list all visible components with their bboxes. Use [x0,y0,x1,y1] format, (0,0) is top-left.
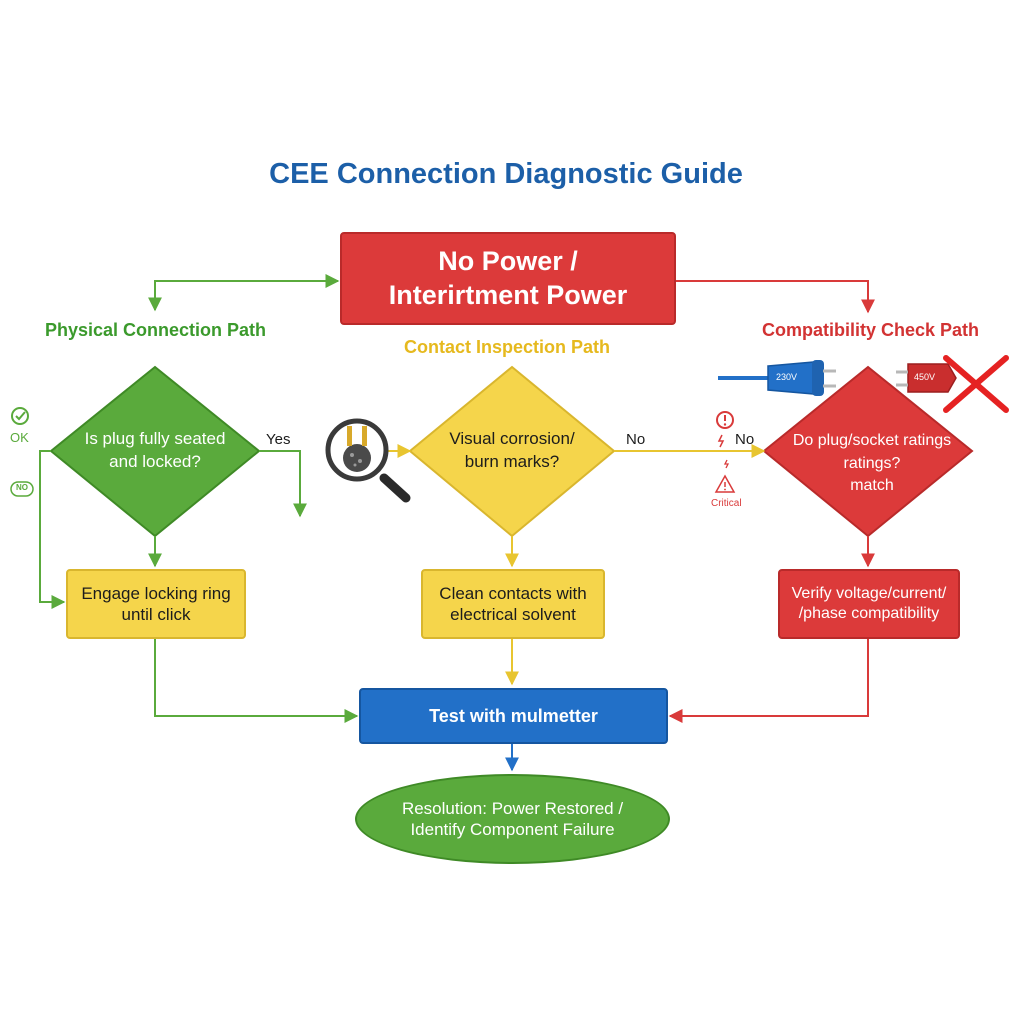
warning-circle-icon [716,411,734,429]
start-line-1: No Power / [438,245,578,276]
check-icon [11,407,29,425]
connector-physical-to-test [154,639,359,723]
blue-plug-icon [718,360,836,396]
resolution-node: Resolution: Power Restored / Identify Co… [355,774,670,864]
verify-line-2: /phase compatibility [798,605,940,622]
compat-question: Do plug/socket ratings ratings? match [780,424,964,504]
test-multimeter-box: Test with mulmetter [359,688,668,744]
contact-question-line-1: Visual corrosion/ [449,429,575,449]
physical-yes-label: Yes [266,431,291,448]
no-badge-icon [10,481,34,497]
contact-no-label: No [626,431,646,448]
start-line-2: Interirtment Power [388,279,628,310]
compat-question-line-2: ratings? [843,454,901,472]
clean-contacts-box: Clean contacts with electrical solvent [421,569,605,639]
critical-label: Critical [711,498,742,509]
blue-plug-voltage-label: 230V [776,372,798,382]
ok-label: OK [10,430,29,445]
red-plug-icon [896,363,957,393]
compat-question-line-1: Do plug/socket ratings [792,432,952,450]
resolution-line-2: Identify Component Failure [410,820,615,839]
connector-physical-yes [259,450,307,518]
compat-path-label: Compatibility Check Path [762,320,980,340]
engage-locking-ring-box: Engage locking ring until click [66,569,246,639]
physical-path-label: Physical Connection Path [45,320,267,340]
connector-start-to-physical [148,280,338,312]
page-title: CEE Connection Diagnostic Guide [269,158,743,190]
connector-compat-to-test [668,639,869,723]
lightning-small-icon [723,459,730,469]
magnifier-plug-icon [325,418,411,503]
warning-triangle-icon [714,474,736,493]
compat-question-line-3: match [850,477,894,495]
compat-no-label: No [735,431,755,448]
contact-question-line-2: burn marks? [464,452,560,471]
contact-question: Visual corrosion/ burn marks? [425,420,599,482]
physical-question: Is plug fully seated and locked? [84,429,226,471]
connector-physical-loop [39,450,66,609]
lightning-icon [717,434,725,448]
contact-path-label: Contact Inspection Path [404,337,611,357]
red-plug-voltage-label: 450V [914,372,936,382]
verify-compatibility-box: Verify voltage/current/ /phase compatibi… [778,569,960,639]
incompatible-x-icon [943,355,1009,413]
verify-line-1: Verify voltage/current/ [791,585,947,602]
no-badge-label: NO [16,483,28,492]
resolution-line-1: Resolution: Power Restored / [401,798,624,818]
start-node: No Power / Interirtment Power [340,232,676,325]
connector-start-to-compat [676,280,875,314]
